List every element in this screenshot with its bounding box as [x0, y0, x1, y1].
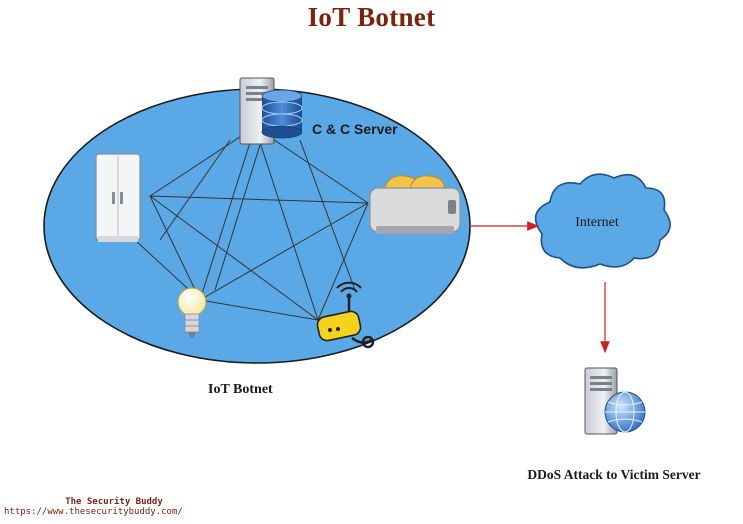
credit-name: The Security Buddy: [65, 497, 163, 507]
globe-server-icon: [584, 367, 646, 435]
webcam-icon: [316, 281, 375, 349]
botnet-label: IoT Botnet: [208, 382, 273, 397]
credit-block: The Security Buddy https://www.thesecuri…: [4, 497, 224, 517]
cloud-icon: [534, 173, 671, 269]
internet-label: Internet: [575, 215, 619, 230]
victim-server-label: DDoS Attack to Victim Server: [527, 467, 700, 482]
refrigerator-icon: [95, 153, 141, 242]
cc-server-label: C & C Server: [312, 121, 398, 137]
lightbulb-icon: [177, 287, 207, 338]
toaster-icon: [369, 175, 461, 234]
credit-url[interactable]: https://www.thesecuritybuddy.com/: [4, 507, 183, 517]
page-title: IoT Botnet: [307, 2, 436, 32]
server-icon: [239, 77, 303, 145]
